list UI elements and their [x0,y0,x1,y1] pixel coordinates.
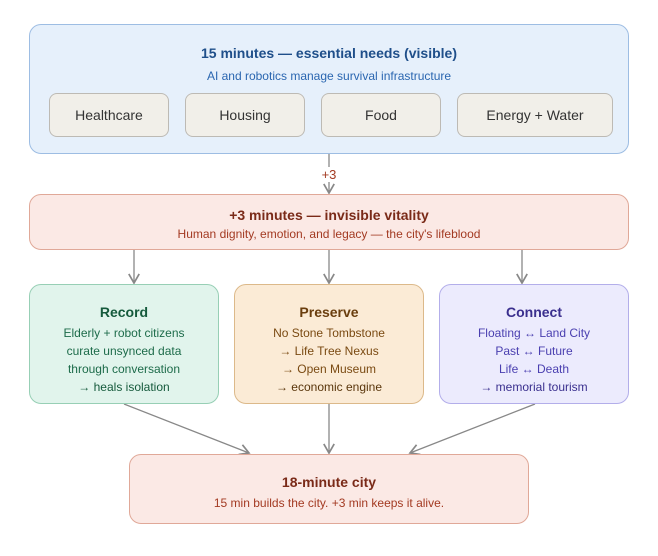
record-line: through conversation [67,362,181,376]
arrow-record-to-city [123,403,251,456]
connector-label: +3 [312,167,346,182]
essential-subtitle: AI and robotics manage survival infrastr… [206,69,452,83]
connect-line: Life ↔ Death [498,362,570,376]
connect-line: Past ↔ Future [495,344,573,358]
result-subtitle: 15 min builds the city. +3 min keeps it … [213,496,445,510]
vitality-subtitle: Human dignity, emotion, and legacy — the… [177,227,481,241]
preserve-line: → Life Tree Nexus [279,344,379,358]
record-line: → heals isolation [78,380,170,394]
chip-healthcare: Healthcare [49,93,169,137]
connect-line: Floating ↔ Land City [477,326,591,340]
connect-box: Connect Floating ↔ Land City Past ↔ Futu… [439,284,629,404]
preserve-box: Preserve No Stone Tombstone → Life Tree … [234,284,424,404]
preserve-line: → Open Museum [281,362,377,376]
record-box: Record Elderly + robot citizens curate u… [29,284,219,404]
essential-title: 15 minutes — essential needs (visible) [201,45,457,61]
preserve-line: No Stone Tombstone [273,326,385,340]
record-title: Record [99,304,149,320]
connect-title: Connect [506,304,562,320]
vitality-box: +3 minutes — invisible vitality Human di… [29,194,629,250]
record-line: Elderly + robot citizens [63,326,185,340]
essential-needs-box: 15 minutes — essential needs (visible) A… [29,24,629,154]
result-box: 18-minute city 15 min builds the city. +… [129,454,529,524]
preserve-line: → economic engine [275,380,383,394]
result-title: 18-minute city [281,474,377,490]
vitality-title: +3 minutes — invisible vitality [229,207,429,223]
arrow-connect-to-city [408,403,536,456]
chip-housing: Housing [185,93,305,137]
record-line: curate unsynced data [66,344,182,358]
chip-energy-water: Energy + Water [457,93,613,137]
chip-food: Food [321,93,441,137]
preserve-title: Preserve [299,304,359,320]
connect-line: → memorial tourism [480,380,588,394]
